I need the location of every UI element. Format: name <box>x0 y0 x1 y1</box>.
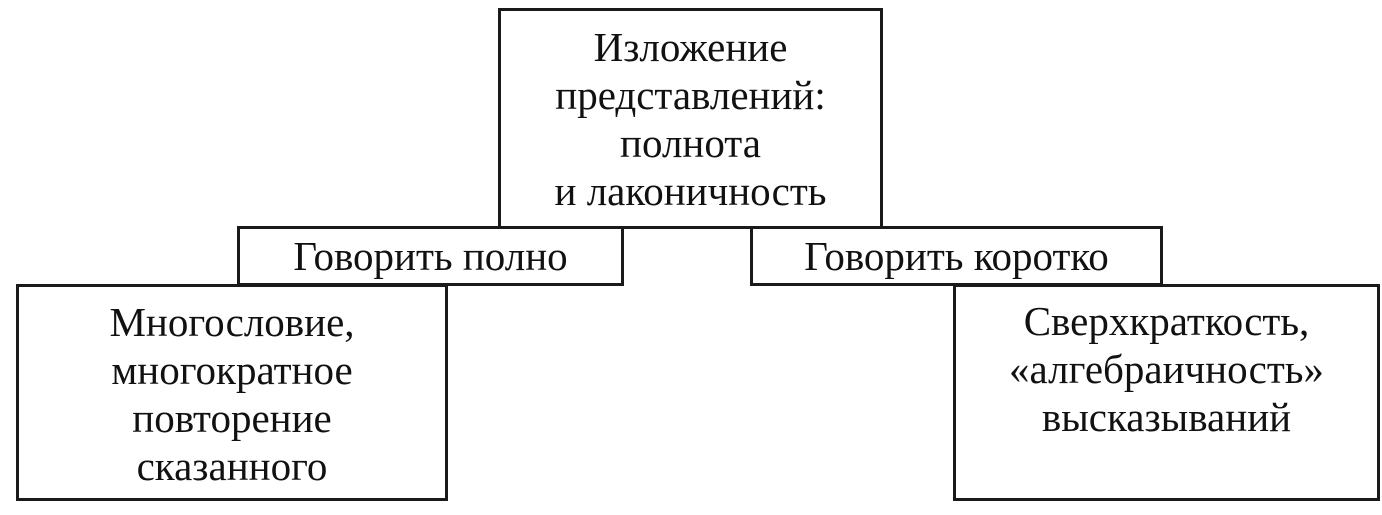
left-leaf-line: повторение <box>132 394 332 441</box>
right-branch-label-box: Говорить коротко <box>750 226 1163 286</box>
right-leaf-line: «алгебраичность» <box>1009 346 1324 392</box>
root-line: представлений: <box>555 71 826 118</box>
left-leaf-box: Многословие, многократное повторение ска… <box>16 284 448 501</box>
right-leaf-line: Сверхкраткость, <box>1023 298 1310 344</box>
right-branch-label: Говорить коротко <box>804 233 1109 279</box>
right-leaf-line: высказываний <box>1041 394 1292 440</box>
left-leaf-text: Многословие, многократное повторение ска… <box>109 298 354 490</box>
left-leaf-line: сказанного <box>136 442 328 489</box>
root-line: полнота <box>620 119 761 166</box>
left-branch-label: Говорить полно <box>293 233 568 279</box>
right-leaf-box: Сверхкраткость, «алгебраичность» высказы… <box>953 284 1380 501</box>
left-branch-label-box: Говорить полно <box>237 226 624 286</box>
left-leaf-line: многократное <box>111 346 353 393</box>
root-line: Изложение <box>593 23 788 70</box>
root-concept-text: Изложение представлений: полнота и лакон… <box>555 23 827 215</box>
left-leaf-line: Многословие, <box>109 298 355 345</box>
root-line: и лаконичность <box>554 167 827 214</box>
right-leaf-text: Сверхкраткость, «алгебраичность» высказы… <box>1009 297 1324 441</box>
root-concept-box: Изложение представлений: полнота и лакон… <box>498 8 883 229</box>
